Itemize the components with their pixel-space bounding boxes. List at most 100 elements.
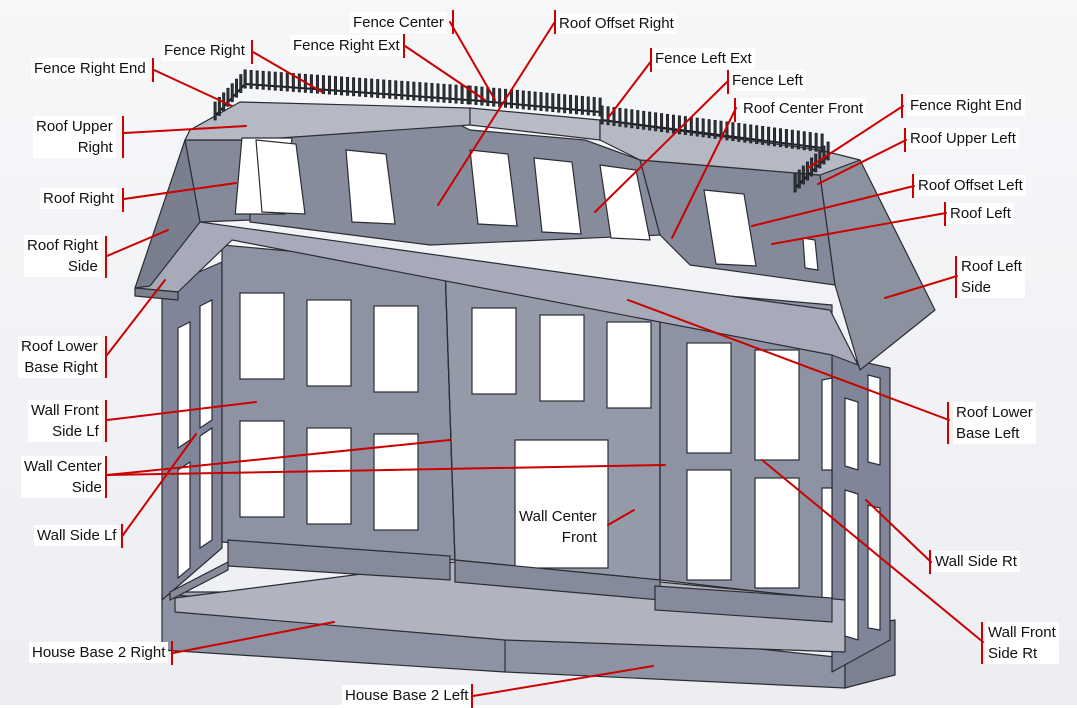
fence-picket	[382, 79, 386, 99]
label-fence-left-ext: Fence Left Ext	[652, 48, 755, 69]
fence-picket	[592, 97, 596, 116]
fence-picket	[707, 119, 711, 139]
label-house-base-2-left: House Base 2 Left	[342, 685, 472, 706]
label-fence-left: Fence Left	[729, 70, 806, 91]
tick	[904, 128, 906, 152]
fence-picket	[805, 161, 809, 181]
fence-picket	[291, 73, 295, 92]
fence-picket	[580, 95, 584, 115]
fence-picket	[217, 97, 221, 116]
fence-picket	[370, 78, 374, 98]
fence-picket	[334, 76, 338, 95]
fence-picket	[279, 72, 283, 91]
tick	[471, 684, 473, 708]
tick	[554, 10, 556, 34]
fence-picket	[808, 132, 812, 151]
fence-picket	[636, 110, 640, 129]
roof-lower-base	[134, 221, 859, 366]
tick	[727, 70, 729, 94]
fence-picket	[797, 169, 801, 189]
fence-picket	[784, 129, 788, 148]
label-fence-right-end-b: Fence Right End	[907, 95, 1025, 116]
fence-picket	[826, 141, 830, 161]
fence-picket	[376, 79, 380, 98]
fence-picket	[569, 94, 573, 114]
fence-picket	[731, 122, 735, 142]
fence-picket	[539, 92, 543, 111]
tick	[121, 524, 123, 548]
fence-picket	[814, 132, 818, 152]
fence-picket	[671, 114, 675, 134]
roof-center-slope	[249, 124, 661, 246]
fence-picket	[820, 133, 824, 153]
fence-picket	[527, 91, 531, 110]
fence-picket	[648, 111, 652, 131]
fence-picket	[226, 87, 230, 107]
fence-picket	[755, 125, 759, 145]
label-wall-side-lf: Wall Side Lf	[34, 525, 120, 546]
tick	[105, 236, 107, 278]
fence-picket	[460, 85, 464, 104]
fence-picket	[551, 93, 555, 113]
fence-picket	[801, 165, 805, 185]
fence-picket	[364, 78, 368, 98]
fence-picket	[586, 96, 590, 116]
fence-picket	[600, 105, 604, 125]
fence-picket	[400, 80, 404, 100]
tick	[251, 40, 253, 64]
fence-picket	[213, 101, 217, 121]
fence-picket	[737, 123, 741, 142]
label-roof-right: Roof Right	[40, 188, 117, 209]
fence-picket	[498, 88, 502, 108]
fence-picket	[239, 74, 243, 93]
fence-picket	[761, 126, 765, 145]
label-fence-right-end-a: Fence Right End	[31, 58, 149, 79]
fence-picket	[267, 71, 271, 91]
fence-picket	[630, 109, 634, 129]
tick	[152, 58, 154, 82]
label-roof-offset-left: Roof Offset Left	[915, 175, 1026, 196]
fence-picket	[574, 95, 578, 115]
label-roof-offset-right: Roof Offset Right	[556, 13, 677, 34]
roof-right-side	[134, 139, 201, 289]
fence-picket	[327, 75, 331, 95]
tick	[122, 116, 124, 158]
tick	[452, 10, 454, 34]
fence-picket	[790, 129, 794, 149]
tick	[947, 402, 949, 444]
fence-picket	[358, 77, 362, 97]
fence-picket	[430, 83, 434, 102]
tick	[105, 456, 107, 498]
fence-picket	[297, 73, 301, 93]
fence-picket	[436, 83, 440, 103]
fence-picket	[309, 74, 313, 94]
label-wall-side-rt: Wall Side Rt	[932, 551, 1020, 572]
label-fence-right-ext: Fence Right Ext	[290, 35, 403, 56]
fence-picket	[666, 113, 670, 133]
fence-picket	[533, 91, 537, 111]
fence-picket	[424, 82, 428, 102]
fence-picket	[563, 94, 567, 114]
tick	[403, 34, 405, 58]
fence-picket	[796, 130, 800, 150]
wall-side-lf	[161, 261, 223, 601]
fence-rail	[244, 83, 469, 101]
fence-picket	[255, 70, 259, 90]
fence-picket	[273, 71, 277, 91]
fence-picket	[285, 72, 289, 92]
fence-picket	[480, 86, 484, 106]
fence-picket	[725, 121, 729, 141]
fence-picket	[642, 110, 646, 130]
tick	[122, 188, 124, 212]
fence-picket	[521, 90, 525, 110]
fence-picket	[677, 115, 681, 135]
tick	[944, 202, 946, 226]
